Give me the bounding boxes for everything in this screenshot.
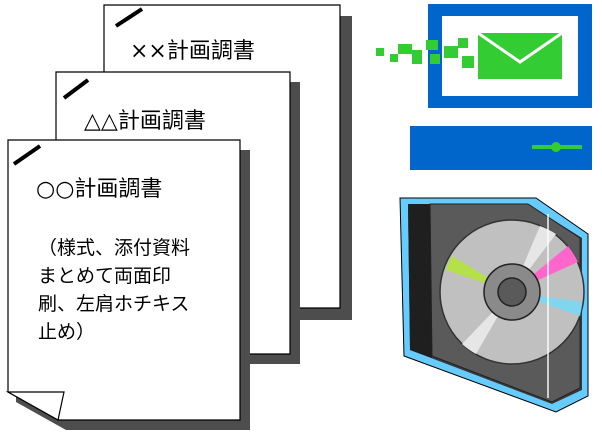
document-front-note-line-4: 止め） [38,321,95,343]
document-back-title: ××計画調書 [130,39,255,64]
document-front-note-line-3: 刷、左肩ホチキス [38,293,189,315]
document-front-note-line-2: まとめて両面印 [38,265,171,287]
staple-icon [12,144,42,166]
page-fold [5,391,65,421]
staple-icon [114,7,144,28]
cd-case-icon [399,197,589,413]
email-monitor-icon [376,4,592,170]
document-middle-title: △△計画調書 [84,109,206,134]
document-front-note-line-1: （様式、添付資料 [38,237,190,259]
envelope-icon [477,31,563,79]
document-front: ○○計画調書 （様式、添付資料 まとめて両面印 刷、左肩ホチキス 止め） [5,139,250,430]
data-stream-icon [376,38,474,68]
document-front-page [7,139,241,421]
document-front-title: ○○計画調書 [36,177,162,202]
staple-icon [62,78,90,100]
disc-icon [439,219,585,365]
